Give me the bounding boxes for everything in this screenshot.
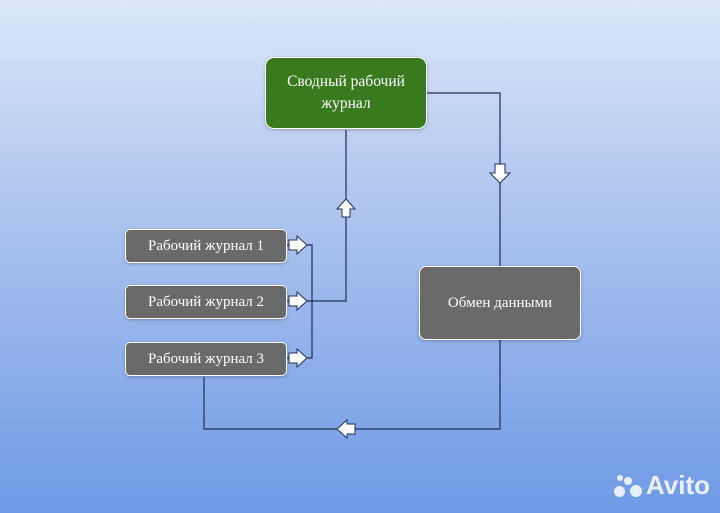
- journal-2-node: Рабочий журнал 2: [125, 285, 287, 319]
- connector-summary-to-exchange: [426, 92, 501, 267]
- data-exchange-node: Обмен данными: [419, 266, 581, 340]
- arrow-right-icon: [288, 290, 308, 312]
- data-exchange-label: Обмен данными: [447, 294, 553, 311]
- summary-journal-label: Сводный рабочий журнал: [287, 73, 405, 112]
- arrow-up-icon: [335, 198, 357, 218]
- connector-journal3-merge: [287, 301, 313, 359]
- connector-journal1-merge: [287, 244, 313, 301]
- journal-1-label: Рабочий журнал 1: [147, 237, 264, 254]
- journal-3-label: Рабочий журнал 3: [147, 350, 264, 367]
- watermark-text: Avito: [646, 470, 711, 500]
- arrow-left-icon: [336, 418, 356, 440]
- avito-logo-icon: [614, 473, 642, 499]
- journal-3-node: Рабочий журнал 3: [125, 342, 287, 376]
- arrow-right-icon: [288, 347, 308, 369]
- arrow-down-icon: [488, 163, 512, 184]
- connector-journal2-to-summary: [287, 130, 347, 302]
- arrow-right-icon: [288, 234, 308, 256]
- journal-2-label: Рабочий журнал 2: [147, 293, 264, 310]
- avito-watermark: Avito: [614, 470, 710, 501]
- summary-journal-node: Сводный рабочий журнал: [265, 57, 427, 129]
- journal-1-node: Рабочий журнал 1: [125, 229, 287, 263]
